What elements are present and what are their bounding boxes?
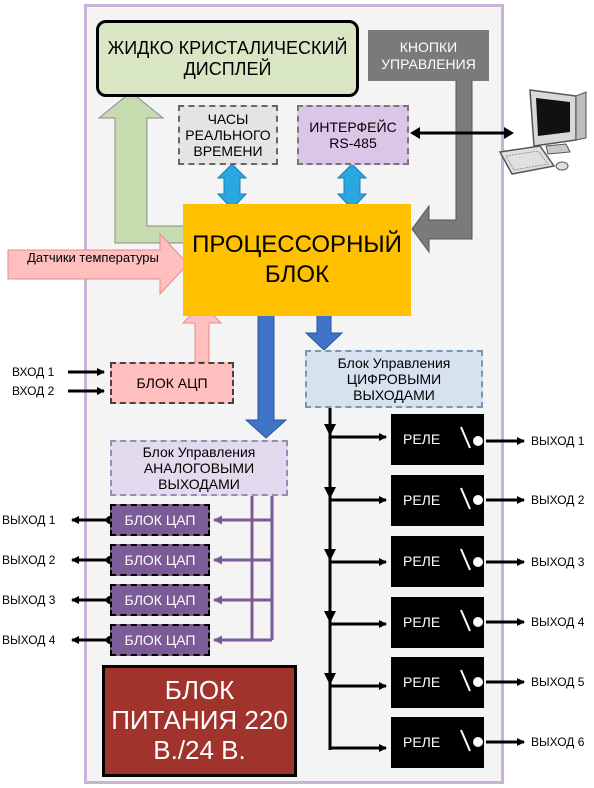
processor-block: ПРОЦЕССОРНЫЙ БЛОК <box>183 204 411 316</box>
relay-label: РЕЛЕ <box>403 734 441 751</box>
lcd-display-block: ЖИДКО КРИСТАЛИЧЕСКИЙ ДИСПЛЕЙ <box>96 20 359 97</box>
temperature-sensors-label: Датчики температуры <box>27 250 159 265</box>
relay-output-label: ВЫХОД 1 <box>531 434 585 448</box>
adc-block: БЛОК АЦП <box>110 362 234 404</box>
relay-label: РЕЛЕ <box>403 431 441 448</box>
relay-label: РЕЛЕ <box>403 614 441 631</box>
relay-block: РЕЛЕ <box>391 414 484 465</box>
relay-block: РЕЛЕ <box>391 597 484 648</box>
cpu-to-digital-arrow <box>304 313 344 351</box>
power-supply-block: БЛОК ПИТАНИЯ 220 В./24 В. <box>102 665 297 777</box>
cpu-to-analog-arrow <box>244 313 288 439</box>
dac-output-label: ВЫХОД 2 <box>2 553 56 567</box>
digital-outputs-control-block: Блок Управления ЦИФРОВЫМИ ВЫХОДАМИ <box>305 350 483 408</box>
input-label: ВХОД 1 <box>12 365 55 379</box>
dac-block: БЛОК ЦАП <box>110 624 210 656</box>
dac-output-label: ВЫХОД 1 <box>2 513 56 527</box>
dac-output-label: ВЫХОД 3 <box>2 593 56 607</box>
dac-block: БЛОК ЦАП <box>110 544 210 576</box>
dac-block: БЛОК ЦАП <box>110 504 210 536</box>
input-label: ВХОД 2 <box>12 384 55 398</box>
computer-icon <box>498 89 587 175</box>
relay-label: РЕЛЕ <box>403 492 441 509</box>
relay-output-label: ВЫХОД 2 <box>531 493 585 507</box>
buttons-to-cpu-arrow <box>411 79 473 254</box>
control-buttons-block: КНОПКИ УПРАВЛЕНИЯ <box>368 30 489 81</box>
relay-output-label: ВЫХОД 3 <box>531 555 585 569</box>
dac-block: БЛОК ЦАП <box>110 584 210 616</box>
relay-output-label: ВЫХОД 6 <box>531 735 585 749</box>
relay-block: РЕЛЕ <box>391 657 484 708</box>
dac-output-label: ВЫХОД 4 <box>2 633 56 647</box>
relay-label: РЕЛЕ <box>403 553 441 570</box>
relay-output-label: ВЫХОД 4 <box>531 615 585 629</box>
rs485-interface-block: ИНТЕРФЕЙС RS-485 <box>297 105 409 165</box>
analog-outputs-control-block: Блок Управления АНАЛОГОВЫМИ ВЫХОДАМИ <box>110 440 288 496</box>
relay-output-label: ВЫХОД 5 <box>531 675 585 689</box>
relay-label: РЕЛЕ <box>403 674 441 691</box>
relay-block: РЕЛЕ <box>391 475 484 526</box>
relay-block: РЕЛЕ <box>391 536 484 587</box>
relay-block: РЕЛЕ <box>391 717 484 768</box>
sensors-arrow <box>7 232 189 296</box>
real-time-clock-block: ЧАСЫ РЕАЛЬНОГО ВРЕМЕНИ <box>178 105 278 165</box>
